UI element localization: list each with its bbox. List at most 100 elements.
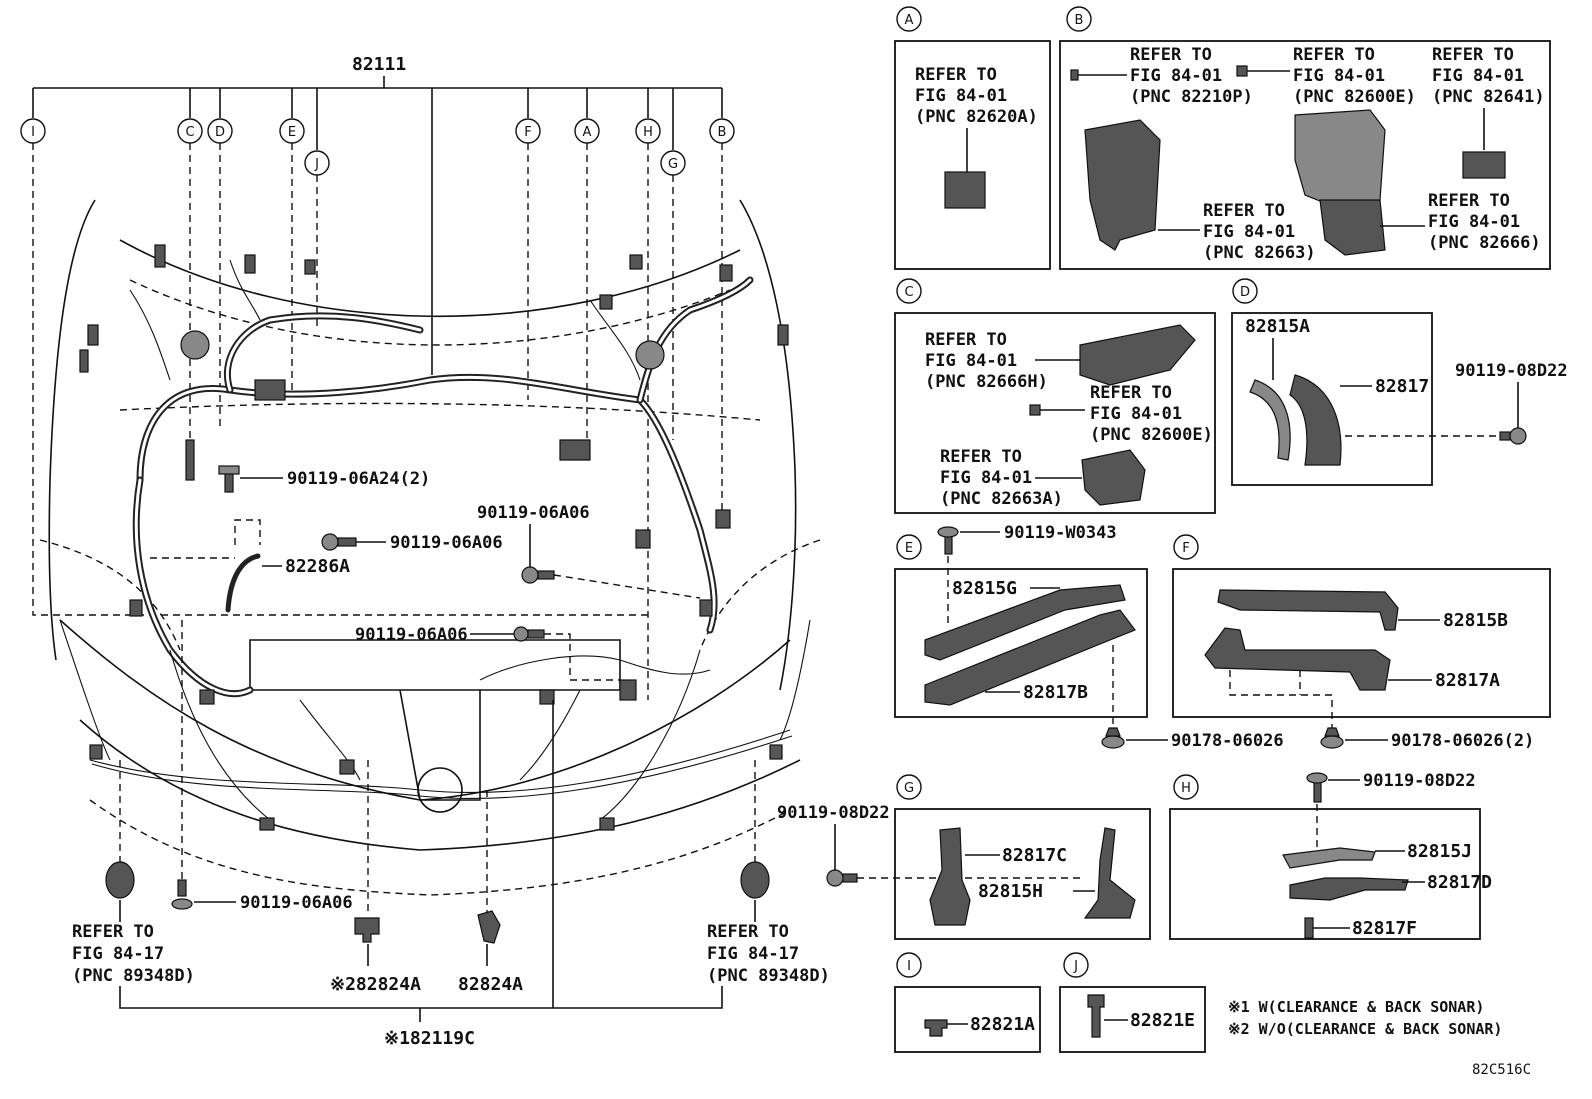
bolt-06A06-b: 90119-06A06 xyxy=(477,503,701,599)
main-wire-harness xyxy=(59,259,811,821)
svg-text:B: B xyxy=(718,125,727,140)
svg-text:FIG 84-17: FIG 84-17 xyxy=(707,944,799,964)
svg-text:E: E xyxy=(905,541,913,556)
svg-text:82815H: 82815H xyxy=(978,881,1043,902)
svg-text:FIG 84-01: FIG 84-01 xyxy=(1432,66,1524,86)
panel-E: E 90119-W0343 82815G 82817B 90178-06026 xyxy=(894,523,1284,751)
svg-text:REFER TO: REFER TO xyxy=(1090,383,1172,403)
svg-text:82821A: 82821A xyxy=(970,1014,1035,1035)
svg-text:82824A: 82824A xyxy=(458,974,523,995)
callout-I: I xyxy=(20,118,46,144)
svg-text:90119-06A06: 90119-06A06 xyxy=(390,533,503,553)
svg-text:FIG 84-17: FIG 84-17 xyxy=(72,944,164,964)
svg-text:FIG 84-01: FIG 84-01 xyxy=(940,468,1032,488)
svg-text:(PNC 89348D): (PNC 89348D) xyxy=(72,966,195,986)
svg-text:REFER TO: REFER TO xyxy=(915,65,997,85)
svg-text:REFER TO: REFER TO xyxy=(1130,45,1212,65)
panel-F: F 82815B 82817A 90178-06026(2) xyxy=(1172,534,1551,751)
callout-B: B xyxy=(709,118,735,144)
svg-text:82815B: 82815B xyxy=(1443,610,1508,631)
footnotes: ※1 W(CLEARANCE & BACK SONAR) ※2 W/O(CLEA… xyxy=(1228,998,1531,1078)
svg-text:REFER TO: REFER TO xyxy=(940,447,1022,467)
footnote-2: ※2 W/O(CLEARANCE & BACK SONAR) xyxy=(1228,1020,1502,1038)
svg-text:FIG 84-01: FIG 84-01 xyxy=(1293,66,1385,86)
bolt-06A24: 90119-06A24(2) xyxy=(218,465,430,493)
panel-D: D 82815A 82817 90119-08D22 xyxy=(1231,278,1568,486)
svg-text:(PNC 82663A): (PNC 82663A) xyxy=(940,489,1063,509)
svg-text:82286A: 82286A xyxy=(285,556,350,577)
grommet-right: REFER TO FIG 84-17 (PNC 89348D) xyxy=(707,760,830,986)
svg-text:I: I xyxy=(31,125,35,140)
svg-text:B: B xyxy=(1075,13,1084,28)
svg-text:90119-06A06: 90119-06A06 xyxy=(355,625,468,645)
svg-text:90119-08D22: 90119-08D22 xyxy=(1363,771,1476,791)
panel-J: J 82821E xyxy=(1059,952,1206,1053)
sonar-82824A-b: 82824A xyxy=(458,790,523,995)
svg-text:(PNC 82620A): (PNC 82620A) xyxy=(915,107,1038,127)
svg-text:G: G xyxy=(668,157,678,172)
bolt-06A06-a: 90119-06A06 xyxy=(321,533,503,553)
panel-G: G 90119-08D22 82817C 82815H xyxy=(777,774,1151,940)
svg-text:FIG 84-01: FIG 84-01 xyxy=(1090,404,1182,424)
svg-text:E: E xyxy=(288,125,296,140)
svg-text:REFER TO: REFER TO xyxy=(1432,45,1514,65)
svg-text:A: A xyxy=(905,13,914,28)
svg-text:J: J xyxy=(314,157,319,172)
svg-text:90119-08D22: 90119-08D22 xyxy=(1455,361,1568,381)
svg-text:H: H xyxy=(643,125,653,140)
svg-text:(PNC 82666): (PNC 82666) xyxy=(1428,233,1541,253)
svg-text:90119-06A06: 90119-06A06 xyxy=(240,893,353,913)
harness-top-label: 82111 xyxy=(352,54,406,75)
svg-text:D: D xyxy=(215,125,225,140)
svg-text:REFER TO: REFER TO xyxy=(1428,191,1510,211)
callout-F: F xyxy=(515,118,541,144)
svg-text:REFER TO: REFER TO xyxy=(72,922,154,942)
svg-text:F: F xyxy=(1182,541,1189,556)
sensor-82286A: 82286A xyxy=(150,519,350,613)
svg-text:90178-06026: 90178-06026 xyxy=(1171,731,1284,751)
svg-text:A: A xyxy=(583,125,592,140)
callout-H: H xyxy=(635,118,661,144)
svg-text:82817A: 82817A xyxy=(1435,670,1500,691)
svg-text:90119-06A24(2): 90119-06A24(2) xyxy=(287,469,430,489)
panel-H: H 90119-08D22 82815J 82817D 82817F xyxy=(1169,771,1492,940)
svg-text:82817C: 82817C xyxy=(1002,845,1067,866)
svg-text:G: G xyxy=(904,781,914,796)
svg-text:D: D xyxy=(1240,285,1250,300)
svg-text:FIG 84-01: FIG 84-01 xyxy=(1203,222,1295,242)
panel-B: B REFER TO FIG 84-01 (PNC 82210P) REFER … xyxy=(1059,6,1551,270)
svg-text:REFER TO: REFER TO xyxy=(1203,201,1285,221)
svg-text:82815G: 82815G xyxy=(952,578,1017,599)
svg-text:(PNC 82210P): (PNC 82210P) xyxy=(1130,87,1253,107)
svg-text:82817F: 82817F xyxy=(1352,918,1417,939)
svg-text:82815A: 82815A xyxy=(1245,316,1310,337)
svg-text:(PNC 89348D): (PNC 89348D) xyxy=(707,966,830,986)
panel-A: A REFER TO FIG 84-01 (PNC 82620A) xyxy=(894,6,1051,270)
svg-text:H: H xyxy=(1181,781,1191,796)
footnote-1: ※1 W(CLEARANCE & BACK SONAR) xyxy=(1228,998,1484,1016)
svg-text:90178-06026(2): 90178-06026(2) xyxy=(1391,731,1534,751)
svg-text:FIG 84-01: FIG 84-01 xyxy=(925,351,1017,371)
svg-text:90119-08D22: 90119-08D22 xyxy=(777,803,890,823)
svg-text:82821E: 82821E xyxy=(1130,1010,1195,1031)
callout-A: A xyxy=(574,118,600,144)
svg-text:(PNC 82600E): (PNC 82600E) xyxy=(1293,87,1416,107)
svg-text:FIG 84-01: FIG 84-01 xyxy=(1130,66,1222,86)
figure-code: 82C516C xyxy=(1472,1062,1531,1078)
main-assembly: 82111 I C D E J xyxy=(20,54,830,1049)
connectors xyxy=(79,244,789,831)
svg-text:REFER TO: REFER TO xyxy=(925,330,1007,350)
callout-D: D xyxy=(207,118,233,144)
svg-text:REFER TO: REFER TO xyxy=(1293,45,1375,65)
svg-text:(PNC 82666H): (PNC 82666H) xyxy=(925,372,1048,392)
svg-text:FIG 84-01: FIG 84-01 xyxy=(915,86,1007,106)
svg-text:82817D: 82817D xyxy=(1427,872,1492,893)
svg-text:90119-W0343: 90119-W0343 xyxy=(1004,523,1117,543)
sonar-82824A-a: ※282824A xyxy=(330,760,421,995)
svg-text:C: C xyxy=(904,285,913,300)
svg-text:F: F xyxy=(524,125,531,140)
callout-E: E xyxy=(279,118,305,144)
svg-text:(PNC 82600E): (PNC 82600E) xyxy=(1090,425,1213,445)
panel-C: C REFER TO FIG 84-01 (PNC 82666H) REFER … xyxy=(894,278,1216,514)
